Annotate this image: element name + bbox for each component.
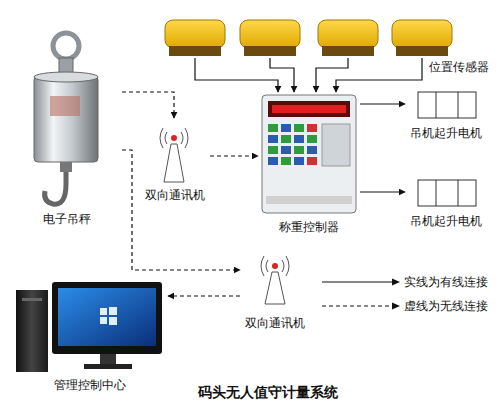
device-label: 双向通讯机 — [144, 188, 206, 202]
position-sensor — [165, 20, 452, 56]
diagram-title: 码头无人值守计量系统 — [198, 384, 338, 402]
device-label: 电子吊秤 — [42, 212, 92, 226]
crane-scale — [34, 33, 98, 204]
wired-link — [316, 58, 348, 92]
device-node: 吊机起升电机 — [405, 176, 487, 230]
legend-sample — [322, 279, 400, 310]
device-node — [318, 18, 378, 58]
wired-link — [360, 191, 405, 192]
device-label: 位置传感器 — [428, 60, 490, 74]
device-node — [165, 18, 225, 58]
wired-link — [270, 58, 294, 92]
device-node: 吊机起升电机 — [405, 88, 487, 142]
wireless-link — [210, 155, 258, 156]
device-label: 管理控制中心 — [53, 378, 127, 392]
wired-link — [360, 103, 405, 104]
device-node: 电子吊秤 — [12, 28, 122, 228]
hoist-motor — [418, 92, 476, 206]
device-node: 称重控制器 — [258, 92, 360, 236]
antenna-icon — [160, 128, 289, 304]
device-node: 双向通讯机 — [140, 118, 210, 204]
wired-link — [195, 58, 278, 92]
wireless-link — [122, 150, 240, 270]
device-node: 位置传感器 — [392, 18, 452, 58]
wired-link — [336, 58, 422, 92]
device-label: 吊机起升电机 — [409, 214, 483, 228]
wireless-link — [168, 295, 240, 296]
device-node — [240, 18, 300, 58]
device-node: 双向通讯机 — [240, 250, 310, 332]
device-node: 管理控制中心 — [12, 278, 168, 394]
wireless-link — [122, 92, 174, 118]
device-label: 双向通讯机 — [244, 316, 306, 330]
device-label: 吊机起升电机 — [409, 126, 483, 140]
device-label: 称重控制器 — [278, 220, 340, 234]
legend-text: 实线为有线连接 — [404, 275, 488, 289]
legend-text: 虚线为无线连接 — [404, 299, 488, 313]
weighing-controller — [262, 95, 356, 213]
computer — [16, 282, 162, 372]
